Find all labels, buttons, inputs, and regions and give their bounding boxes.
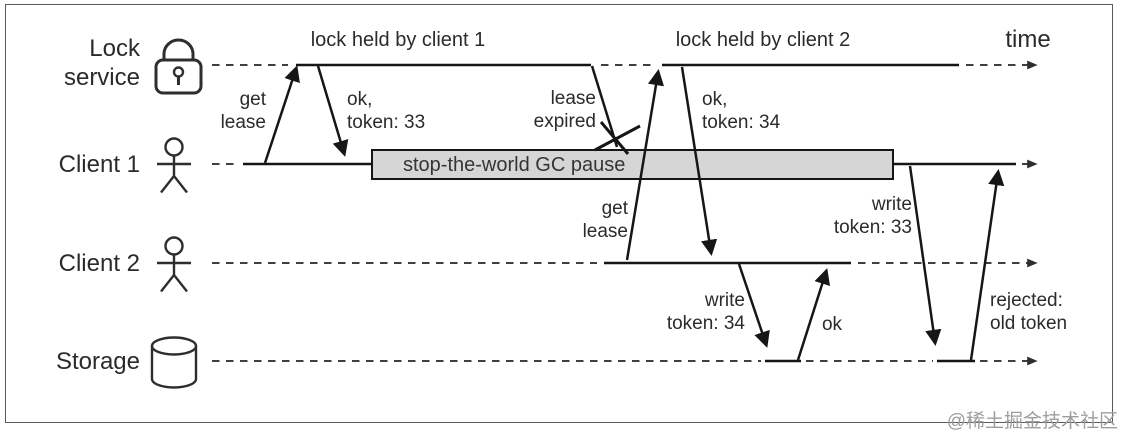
write-token-34-arrow <box>737 263 770 348</box>
actor-label-storage: Storage <box>55 348 140 375</box>
ok-token-33-arrow <box>316 65 349 157</box>
ok-token-33-label: ok, token: 33 <box>347 89 426 133</box>
lock-held-by-client2-label: lock held by client 2 <box>675 29 851 51</box>
actor-label-lock-service: Lock service <box>63 35 140 91</box>
lease-expired-x-mark <box>594 121 641 155</box>
watermark: @稀土掘金技术社区 <box>946 411 1118 432</box>
person-icon <box>157 137 191 194</box>
get-lease-client2-label: get lease <box>582 198 628 242</box>
ok-token-34-arrow <box>680 66 718 257</box>
lease-expired-label: lease expired <box>533 88 596 132</box>
diagram-frame <box>5 4 1113 423</box>
write-token-33-label: write token: 33 <box>833 194 912 238</box>
write-token-34-label: write token: 34 <box>666 290 745 334</box>
get-lease-arrow-client2 <box>625 68 665 261</box>
get-lease-arrow-client1 <box>263 65 300 164</box>
write-token-33-arrow <box>908 165 942 347</box>
actor-label-client1: Client 1 <box>58 151 140 178</box>
ok-token-34-label: ok, token: 34 <box>702 89 781 133</box>
get-lease-client1-label: get lease <box>220 89 266 133</box>
time-axis-label: time <box>1005 26 1051 53</box>
actor-label-client2: Client 2 <box>58 250 140 277</box>
ok-write-arrow <box>796 268 831 361</box>
lease-expired-line <box>590 65 619 148</box>
person-icon <box>157 236 191 293</box>
rejected-old-token-label: rejected: old token <box>990 290 1068 334</box>
padlock-icon <box>154 38 203 95</box>
lock-held-by-client1-label: lock held by client 1 <box>310 29 486 51</box>
gc-pause-label: stop-the-world GC pause <box>403 154 626 176</box>
database-cylinder-icon <box>150 336 198 389</box>
gc-pause-box <box>371 149 894 180</box>
rejected-old-token-arrow <box>969 168 1005 361</box>
ok-write-label: ok <box>821 314 843 335</box>
